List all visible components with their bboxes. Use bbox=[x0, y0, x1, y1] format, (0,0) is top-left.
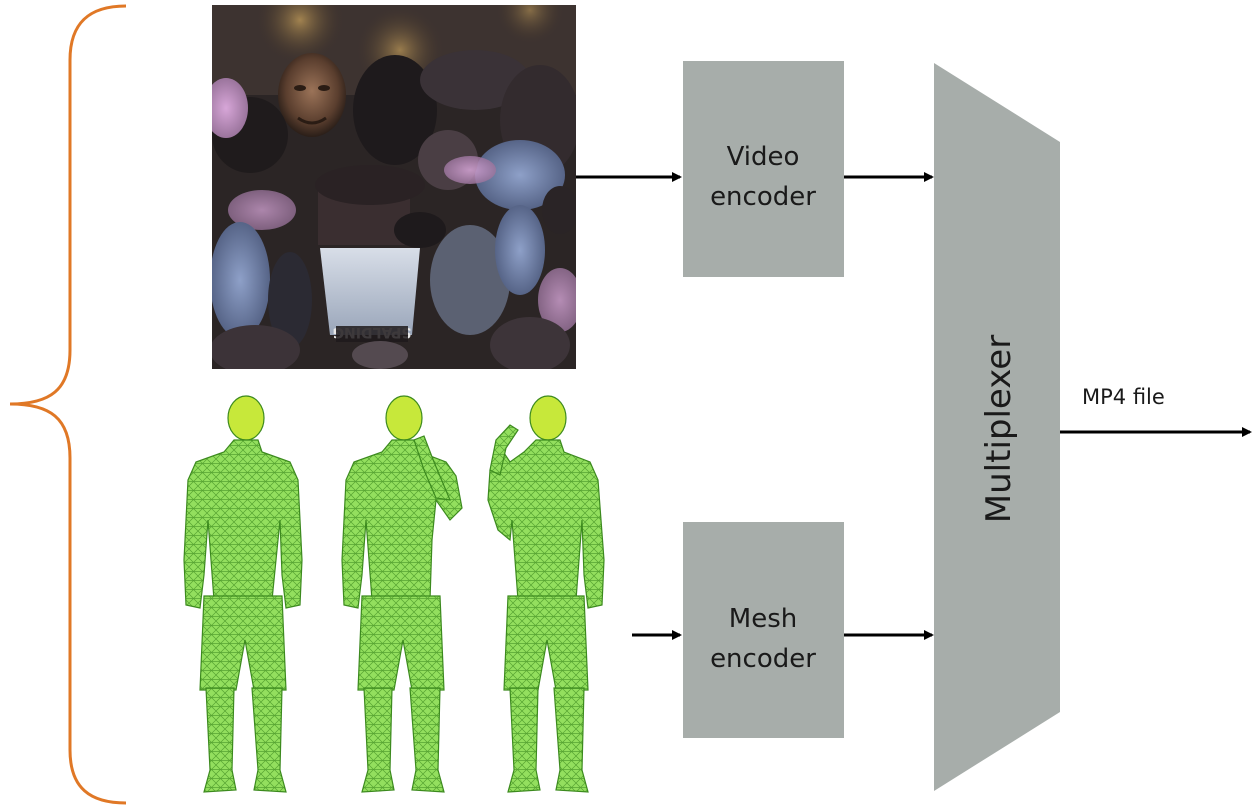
mesh-sequence bbox=[183, 395, 605, 793]
multiplexer-label: Multiplexer bbox=[979, 335, 1019, 523]
input-grouping-brace bbox=[9, 4, 127, 805]
video-encoder-block: Video encoder bbox=[683, 61, 844, 277]
multiplexer-block: Multiplexer bbox=[934, 63, 1060, 791]
mesh-encoder-block: Mesh encoder bbox=[683, 522, 844, 738]
video-encoder-label-line1: Video bbox=[727, 142, 800, 172]
mesh-figure-2 bbox=[341, 395, 463, 793]
mesh-figure-3 bbox=[487, 395, 605, 793]
output-label: MP4 file bbox=[1082, 385, 1165, 409]
video-frame-image: SPALDING bbox=[212, 5, 576, 369]
mesh-encoder-label-line2: encoder bbox=[710, 644, 816, 674]
mesh-figure-1 bbox=[183, 395, 303, 793]
mesh-encoder-label-line1: Mesh bbox=[729, 604, 797, 634]
video-encoder-label-line2: encoder bbox=[710, 182, 816, 212]
